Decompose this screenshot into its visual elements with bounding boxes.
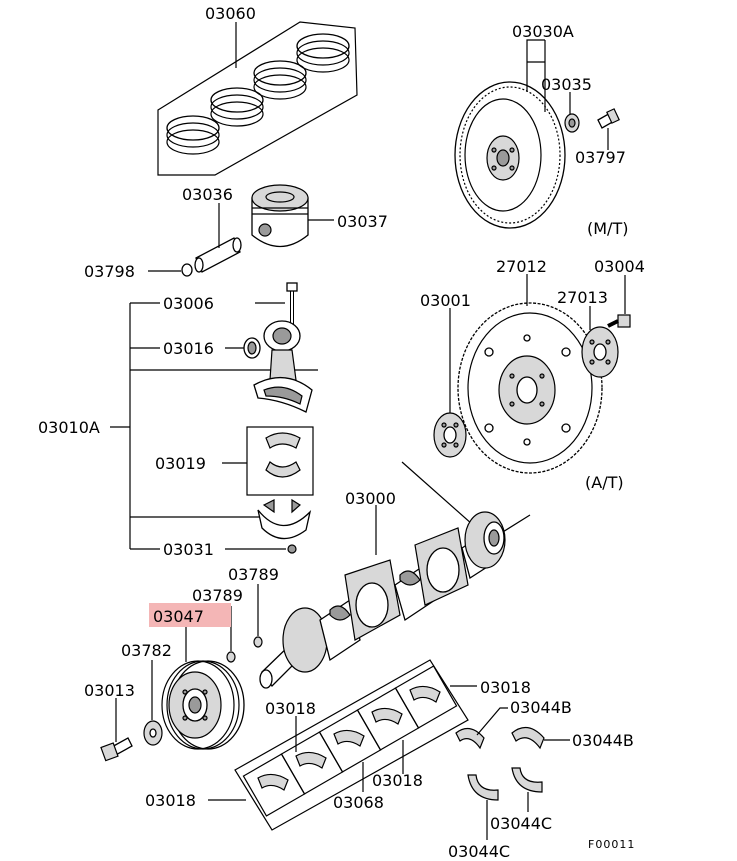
thrust-washer-c1[interactable]	[467, 774, 499, 801]
main-bearings-set[interactable]	[234, 659, 469, 831]
drive-plate-at[interactable]	[457, 302, 603, 474]
label-03037[interactable]: 03037	[337, 212, 388, 231]
label-03047[interactable]: 03047	[153, 607, 204, 626]
thrust-washer-b1[interactable]	[455, 727, 485, 750]
bearing-3	[318, 709, 382, 773]
label-27013[interactable]: 27013	[557, 288, 608, 307]
label-03798[interactable]: 03798	[84, 262, 135, 281]
pulley-washer[interactable]	[143, 720, 163, 746]
ring-2	[210, 87, 264, 127]
figure-code: F00011	[588, 838, 635, 851]
label-03031[interactable]: 03031	[163, 540, 214, 559]
rod-nut[interactable]	[287, 544, 297, 554]
ring-4	[296, 33, 350, 73]
label-03000[interactable]: 03000	[345, 489, 396, 508]
bearing-1	[242, 753, 306, 817]
piston[interactable]	[251, 184, 309, 248]
label-03006[interactable]: 03006	[163, 294, 214, 313]
label-27012[interactable]: 27012	[496, 257, 547, 276]
thrust-washer-c2[interactable]	[511, 767, 543, 793]
label-03044B-lower[interactable]: 03044B	[572, 731, 634, 750]
label-03789-upper[interactable]: 03789	[228, 565, 279, 584]
label-03068[interactable]: 03068	[333, 793, 384, 812]
crankshaft[interactable]	[259, 511, 506, 689]
rod-cap[interactable]	[257, 498, 312, 540]
piston-pin[interactable]	[194, 237, 242, 273]
adapter-plate-rear[interactable]	[581, 326, 619, 378]
label-03030A[interactable]: 03030A	[512, 22, 574, 41]
label-03018-middle[interactable]: 03018	[265, 699, 316, 718]
highlight-03047	[149, 603, 231, 627]
flywheel-mt[interactable]	[454, 81, 566, 229]
label-03018-right[interactable]: 03018	[480, 678, 531, 697]
bearing-4	[356, 687, 420, 751]
piston-rings-set[interactable]	[157, 21, 358, 176]
label-03001[interactable]: 03001	[420, 291, 471, 310]
thrust-washer-b2[interactable]	[511, 727, 545, 750]
label-03789-lower[interactable]: 03789	[192, 586, 243, 605]
label-03016[interactable]: 03016	[163, 339, 214, 358]
label-03018-lower[interactable]: 03018	[372, 771, 423, 790]
bearing-2	[280, 731, 344, 795]
label-03044B-upper[interactable]: 03044B	[510, 698, 572, 717]
pulley-bolt[interactable]	[100, 737, 133, 762]
label-03044C-upper[interactable]: 03044C	[490, 814, 552, 833]
label-03010A[interactable]: 03010A	[38, 418, 100, 437]
adapter-plate-front[interactable]	[433, 412, 467, 458]
snap-ring[interactable]	[181, 263, 193, 277]
key-upper[interactable]	[253, 636, 263, 648]
flywheel-bolt-mt[interactable]	[597, 108, 620, 129]
key-lower[interactable]	[226, 651, 236, 663]
label-03797[interactable]: 03797	[575, 148, 626, 167]
label-03044C-lower[interactable]: 03044C	[448, 842, 510, 861]
small-end-bushing[interactable]	[243, 337, 261, 359]
ring-3	[253, 60, 307, 100]
crank-pulley[interactable]	[161, 660, 245, 750]
drive-plate-bolt[interactable]	[607, 314, 631, 328]
label-03036[interactable]: 03036	[182, 185, 233, 204]
label-03782[interactable]: 03782	[121, 641, 172, 660]
label-03060[interactable]: 03060	[205, 4, 256, 23]
label-03018-left[interactable]: 03018	[145, 791, 196, 810]
connecting-rod[interactable]	[253, 320, 313, 413]
label-03019[interactable]: 03019	[155, 454, 206, 473]
ring-1	[166, 115, 220, 155]
bearing-5	[394, 665, 458, 729]
label-03004[interactable]: 03004	[594, 257, 645, 276]
pilot-bearing[interactable]	[564, 113, 580, 133]
rod-bearing-box[interactable]	[246, 426, 314, 496]
note-at: (A/T)	[585, 473, 624, 492]
label-03013[interactable]: 03013	[84, 681, 135, 700]
label-03035[interactable]: 03035	[541, 75, 592, 94]
note-mt: (M/T)	[587, 219, 628, 238]
conrod-bolt[interactable]	[286, 282, 298, 325]
